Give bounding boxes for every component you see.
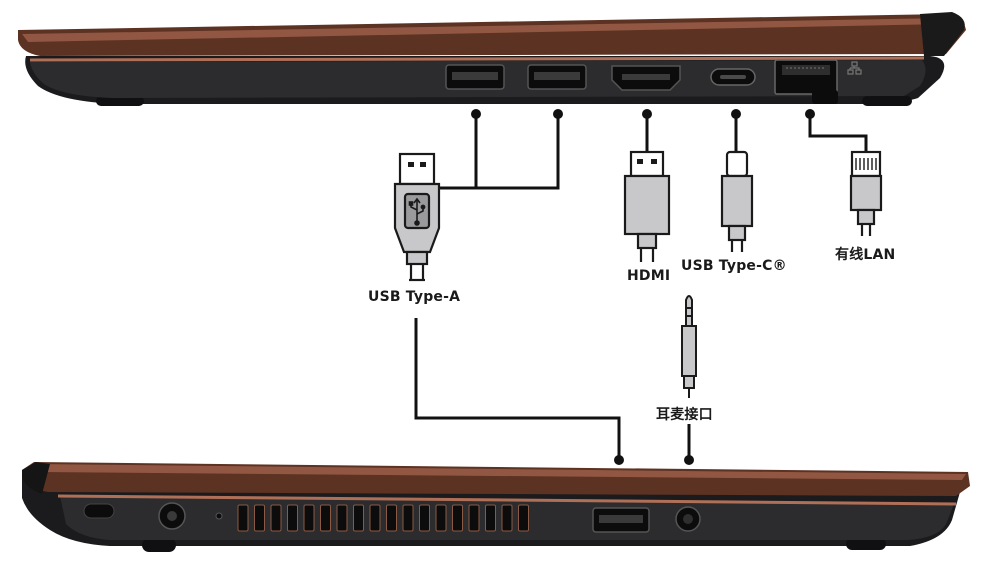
laptop-bottom-lid-highlight — [34, 464, 966, 480]
hdmi-port — [611, 65, 681, 91]
laptop-bottom-lid-bezel — [22, 462, 50, 494]
usb-a-plug — [393, 152, 441, 282]
vent-slat — [369, 504, 381, 532]
usb-c-port — [710, 68, 756, 86]
vent-grille — [237, 504, 529, 532]
lan-line — [808, 114, 868, 152]
usb-a-port-1 — [445, 64, 505, 90]
dot-usb-a-2 — [553, 109, 563, 119]
vent-slat — [287, 504, 298, 532]
dc-in-port — [158, 502, 186, 530]
laptop-right-side — [18, 12, 966, 106]
vent-slat — [320, 504, 331, 532]
laptop-top-lid-highlight — [22, 18, 950, 42]
vent-slat — [518, 504, 529, 532]
status-led — [215, 512, 223, 520]
dot-usbc — [731, 109, 741, 119]
dot-usb-a-1 — [471, 109, 481, 119]
usb-a-port-left — [592, 507, 650, 533]
dot-lan — [805, 109, 815, 119]
usb-a-left-line — [414, 318, 621, 460]
label-usb-type-c: USB Type-C® — [681, 258, 787, 274]
vent-slat — [468, 504, 480, 532]
laptop-top-foot-left — [96, 96, 144, 106]
usb-trident-icon — [408, 197, 426, 226]
vent-slat — [303, 504, 315, 532]
vent-slat — [336, 504, 348, 532]
vent-slat — [237, 504, 249, 532]
laptop-top-foot-right — [862, 96, 912, 106]
laptop-top-lid-bezel — [920, 12, 965, 56]
vent-slat — [419, 504, 430, 532]
vent-slat — [353, 504, 364, 532]
vent-slat — [435, 504, 447, 532]
dot-usb-a-left — [614, 455, 624, 465]
network-icon — [847, 61, 862, 75]
label-usb-type-a: USB Type-A — [368, 289, 461, 305]
dot-hdmi — [642, 109, 652, 119]
usb-a-port-2 — [527, 64, 587, 90]
vent-slat — [270, 504, 282, 532]
headphone-jack — [675, 506, 701, 532]
vent-slat — [254, 504, 265, 532]
laptop-bottom-trim — [57, 494, 957, 506]
laptop-left-side — [22, 462, 970, 552]
dot-headphone — [684, 455, 694, 465]
lan-plug — [849, 150, 883, 236]
vent-slat — [402, 504, 414, 532]
label-hdmi: HDMI — [627, 268, 671, 284]
hdmi-plug — [623, 150, 671, 262]
usb-c-plug — [720, 150, 754, 252]
label-lan: 有线LAN — [835, 247, 896, 263]
usb-a-line — [438, 114, 560, 190]
connector-lines — [414, 114, 868, 460]
vent-slat — [452, 504, 463, 532]
laptop-top-trim — [29, 56, 925, 62]
vent-slat — [485, 504, 496, 532]
vent-slat — [501, 504, 513, 532]
lock-slot — [83, 503, 115, 519]
lan-port — [774, 59, 838, 104]
connector-dots — [471, 109, 815, 465]
laptop-bottom-foot-left — [142, 538, 176, 552]
laptop-bottom-foot-right — [846, 538, 886, 550]
vent-slat — [386, 504, 397, 532]
label-headphone: 耳麦接口 — [656, 407, 713, 423]
headphone-plug — [681, 295, 697, 398]
